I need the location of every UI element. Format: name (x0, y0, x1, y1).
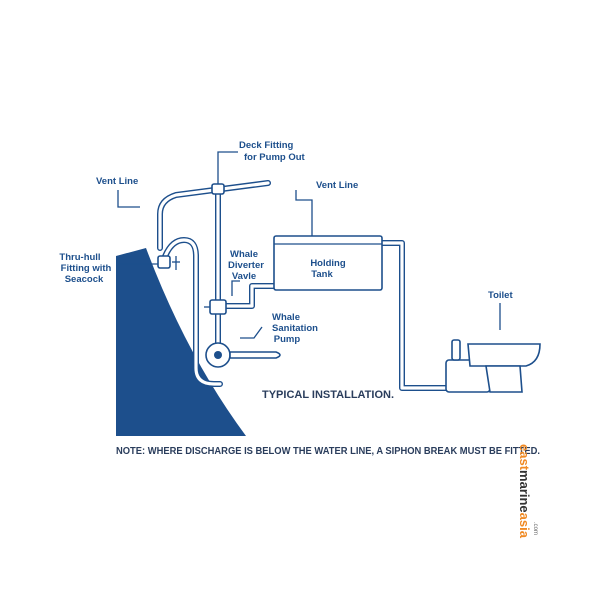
note-siphon-break: NOTE: WHERE DISCHARGE IS BELOW THE WATER… (116, 445, 540, 457)
svg-text:eastmarineasia: eastmarineasia (517, 444, 532, 539)
label-deck-fitting-2: for Pump Out (244, 152, 306, 163)
thru-hull-seacock (157, 255, 180, 270)
label-diverter-3: Vavle (232, 271, 256, 282)
watermark-domain: .com (532, 522, 538, 535)
label-pump-3: Pump (274, 334, 301, 345)
deck-fitting (211, 175, 225, 195)
label-vent-line-left: Vent Line (96, 176, 138, 187)
label-thru-hull-2: Fitting with (61, 263, 112, 274)
leader-vent-left (117, 190, 140, 208)
leader-pump (240, 326, 263, 339)
label-diverter-1: Whale (230, 249, 258, 260)
watermark-logo: eastmarineasia .com (517, 444, 538, 539)
diverter-valve (204, 299, 227, 315)
tank-to-toilet-pipe (379, 240, 449, 391)
label-vent-line-right: Vent Line (316, 180, 358, 191)
watermark-asia: asia (517, 513, 532, 539)
thru-hull-loop-hose (160, 237, 223, 387)
watermark-marine: marine (517, 470, 532, 513)
sanitation-pump (205, 342, 281, 368)
diverter-to-tank-pipe (223, 283, 279, 309)
label-pump-2: Sanitation (272, 323, 318, 334)
label-deck-fitting-1: Deck Fitting (239, 140, 294, 151)
label-thru-hull-3: Seacock (65, 274, 104, 285)
label-holding-1: Holding (310, 258, 346, 269)
leader-vent-right (295, 190, 313, 236)
holding-tank (273, 235, 383, 291)
label-diverter-2: Diverter (228, 260, 264, 271)
caption-typical-installation: TYPICAL INSTALLATION. (262, 389, 394, 401)
label-thru-hull-1: Thru-hull (59, 252, 100, 263)
toilet (445, 339, 541, 393)
watermark-east: east (517, 444, 532, 471)
boat-hull (116, 248, 246, 436)
leader-deck-fitting (217, 151, 238, 175)
label-pump-1: Whale (272, 312, 300, 323)
label-toilet: Toilet (488, 290, 513, 301)
leader-diverter (231, 280, 240, 296)
vent-line-left-pipe (157, 180, 271, 251)
label-holding-2: Tank (311, 269, 333, 280)
